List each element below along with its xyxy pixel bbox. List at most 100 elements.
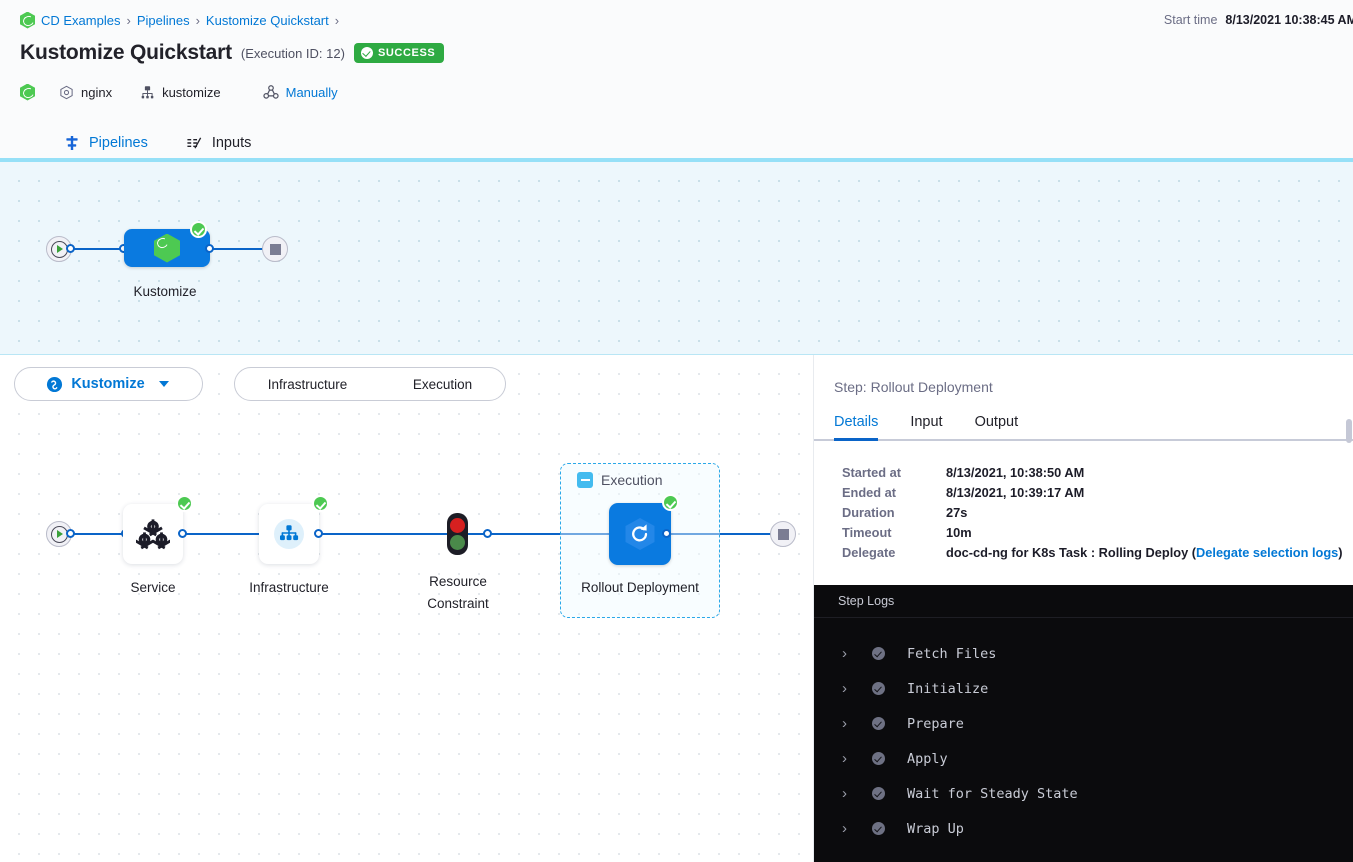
- delegate-value-prefix: doc-cd-ng for K8s Task : Rolling Deploy …: [946, 545, 1197, 560]
- status-success-icon: [872, 717, 885, 730]
- edge-stage-to-end: [210, 248, 268, 250]
- log-row-label: Wrap Up: [907, 820, 964, 837]
- traffic-light-red-icon: [450, 518, 465, 533]
- execution-group-label: Execution: [601, 472, 663, 488]
- status-success-icon: [872, 822, 885, 835]
- execution-group-header: Execution: [577, 472, 662, 488]
- stop-square-icon: [777, 528, 789, 540]
- service-icon: [59, 85, 74, 100]
- status-success-icon: [872, 787, 885, 800]
- meta-item-kustomize: kustomize: [140, 85, 221, 100]
- stop-square-icon: [269, 243, 281, 255]
- harness-hex-logo-icon: [20, 83, 35, 101]
- detail-value: 27s: [946, 505, 968, 520]
- collapse-minus-icon[interactable]: [577, 472, 593, 488]
- graph-node-infrastructure-label: Infrastructure: [249, 580, 329, 595]
- pipeline-end-node[interactable]: [262, 236, 288, 262]
- kustomize-icon: [140, 85, 155, 100]
- chevron-right-icon[interactable]: ›: [842, 750, 847, 767]
- traffic-light-green-icon: [450, 535, 465, 550]
- chevron-right-icon[interactable]: ›: [842, 820, 847, 837]
- log-row-label: Initialize: [907, 680, 989, 697]
- meta-service-label: nginx: [81, 84, 113, 100]
- graph-end-node[interactable]: [770, 521, 796, 547]
- start-time: Start time 8/13/2021 10:38:45 AM: [1164, 13, 1353, 27]
- chevron-right-icon[interactable]: ›: [842, 715, 847, 732]
- step-details-panel: Step: Rollout Deployment Details Input O…: [814, 355, 1353, 862]
- phase-infrastructure[interactable]: Infrastructure: [267, 376, 348, 392]
- detail-row-ended-at: Ended at 8/13/2021, 10:39:17 AM: [842, 483, 1353, 503]
- tab-input[interactable]: Input: [910, 414, 943, 430]
- tab-inputs[interactable]: Inputs: [170, 135, 274, 162]
- status-success-icon: [176, 495, 193, 512]
- harness-hex-logo-icon: [20, 11, 35, 29]
- check-circle-icon: [360, 47, 373, 59]
- breadcrumb-item-pipelines[interactable]: Pipelines: [136, 12, 190, 28]
- chevron-right-icon[interactable]: ›: [842, 680, 847, 697]
- detail-key: Timeout: [842, 525, 892, 540]
- tab-details[interactable]: Details: [834, 414, 896, 441]
- edge-rollout-to-end: [666, 533, 782, 535]
- edge-dot: [66, 244, 75, 253]
- log-row-wrap-up[interactable]: › Wrap Up: [814, 811, 1353, 846]
- main-tabs: Pipelines Inputs: [20, 118, 1333, 162]
- graph-node-resource-constraint-label: Resource Constraint: [427, 574, 489, 611]
- title-row: Kustomize Quickstart (Execution ID: 12) …: [20, 38, 1333, 68]
- trigger-icon: [262, 84, 279, 100]
- pipeline-overview-canvas[interactable]: Kustomize: [0, 158, 1353, 355]
- status-success-icon: [872, 752, 885, 765]
- detail-row-duration: Duration 27s: [842, 503, 1353, 523]
- phase-toggle: Infrastructure Execution: [234, 367, 506, 401]
- graph-node-infrastructure[interactable]: [259, 495, 329, 564]
- edge-dot: [178, 529, 187, 538]
- detail-value: 8/13/2021, 10:39:17 AM: [946, 485, 1085, 500]
- panel-scrollbar[interactable]: [1346, 419, 1352, 443]
- status-success-icon: [872, 682, 885, 695]
- phase-execution[interactable]: Execution: [412, 376, 473, 392]
- step-logs-body[interactable]: › Fetch Files › Initialize › Prepare: [814, 618, 1353, 846]
- chevron-down-icon[interactable]: [158, 381, 169, 387]
- step-logs: Step Logs › Fetch Files › Initialize ›: [814, 585, 1353, 862]
- detail-key: Delegate: [842, 545, 896, 560]
- graph-node-service[interactable]: [123, 495, 193, 564]
- stage-selector[interactable]: Kustomize: [14, 367, 203, 401]
- graph-node-rollout-deployment[interactable]: [609, 494, 679, 565]
- meta-item-harness: [20, 83, 35, 101]
- graph-node-rollout-deployment-label: Rollout Deployment: [581, 580, 699, 595]
- stage-graph-canvas[interactable]: Kustomize Infrastructure Execution: [0, 355, 814, 862]
- edge-start-to-service: [70, 533, 126, 535]
- step-details-list: Started at 8/13/2021, 10:38:50 AM Ended …: [814, 441, 1353, 563]
- delegate-selection-logs-link[interactable]: Delegate selection logs: [1196, 545, 1339, 560]
- execution-id-label: (Execution ID: 12): [240, 45, 345, 61]
- stage-node-kustomize[interactable]: [124, 221, 210, 267]
- log-row-prepare[interactable]: › Prepare: [814, 706, 1353, 741]
- inputs-icon: [186, 135, 203, 151]
- step-logs-title: Step Logs: [814, 585, 1353, 618]
- edge-service-to-infra: [182, 533, 266, 535]
- breadcrumb-separator-icon: ›: [195, 12, 200, 28]
- log-row-wait-for-steady-state[interactable]: › Wait for Steady State: [814, 776, 1353, 811]
- log-row-label: Fetch Files: [907, 645, 997, 662]
- log-row-initialize[interactable]: › Initialize: [814, 671, 1353, 706]
- stage-selector-label: Kustomize: [71, 376, 145, 392]
- status-success-icon: [872, 647, 885, 660]
- breadcrumb-item-kustomize-quickstart[interactable]: Kustomize Quickstart: [205, 12, 329, 28]
- graph-node-resource-constraint[interactable]: [447, 513, 468, 555]
- chevron-right-icon[interactable]: ›: [842, 645, 847, 662]
- meta-item-service: nginx: [59, 85, 112, 100]
- delegate-value-suffix: ): [1338, 545, 1343, 560]
- log-row-fetch-files[interactable]: › Fetch Files: [814, 636, 1353, 671]
- meta-kustomize-label: kustomize: [162, 84, 221, 100]
- page-title: Kustomize Quickstart: [20, 41, 232, 64]
- meta-item-trigger[interactable]: Manually: [262, 84, 338, 100]
- step-details-title: Step: Rollout Deployment: [834, 379, 993, 395]
- chevron-right-icon[interactable]: ›: [842, 785, 847, 802]
- detail-value: doc-cd-ng for K8s Task : Rolling Deploy …: [946, 543, 1343, 563]
- tab-output[interactable]: Output: [974, 414, 1019, 430]
- breadcrumb-item-cd-examples[interactable]: CD Examples: [41, 12, 121, 28]
- meta-trigger-label[interactable]: Manually: [285, 84, 338, 100]
- detail-row-timeout: Timeout 10m: [842, 523, 1353, 543]
- log-row-apply[interactable]: › Apply: [814, 741, 1353, 776]
- detail-key: Duration: [842, 505, 895, 520]
